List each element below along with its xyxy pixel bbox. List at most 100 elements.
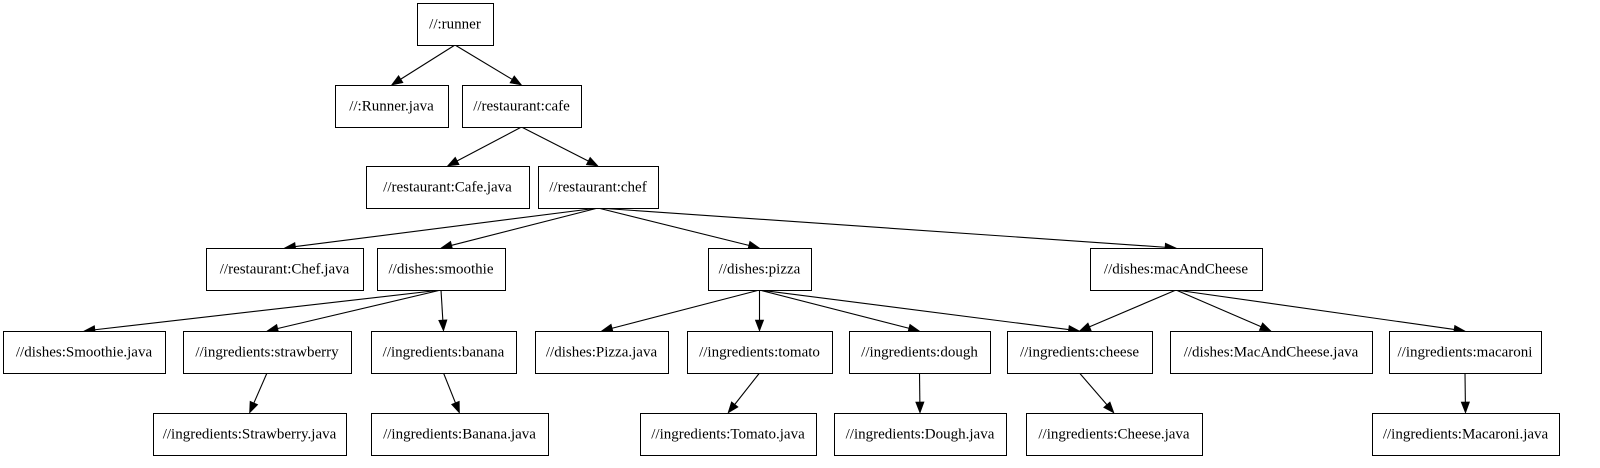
nodes-layer: //:runner //:Runner.java //restaurant:cafe… [3,3,1560,456]
graph-node-box [335,85,449,128]
graph-node-label: //ingredients:Macaroni.java [1383,426,1549,442]
graph-edge [94,289,442,331]
graph-node[interactable]: //ingredients:strawberry [183,331,352,374]
graph-node[interactable]: //ingredients:Macaroni.java [1372,413,1560,456]
graph-node-label: //dishes:pizza [719,261,801,277]
graph-edge [1175,289,1262,328]
graph-edge [759,289,1069,331]
graph-node-box [1090,248,1263,291]
graph-node-label: //restaurant:Cafe.java [383,179,512,195]
graph-edge-arrowhead [450,400,460,414]
graph-edge [1175,289,1455,330]
graph-node[interactable]: //ingredients:dough [849,331,991,374]
graph-node-label: //restaurant:chef [549,179,646,195]
graph-edge [1079,372,1108,406]
graph-edge [295,207,599,248]
graph-node-box [377,248,506,291]
graph-edge-arrowhead [438,319,448,332]
graph-node-label: //ingredients:Strawberry.java [163,426,337,442]
graph-edge [612,289,760,329]
graph-node-label: //:Runner.java [349,98,434,114]
graph-node[interactable]: //restaurant:chef [538,166,659,209]
graph-node-box [708,248,812,291]
graph-node[interactable]: //restaurant:Cafe.java [366,166,530,209]
graph-edge-arrowhead [1078,322,1092,332]
graph-node[interactable]: //restaurant:Chef.java [206,248,364,291]
graph-node-box [1007,331,1153,374]
graph-edge-arrowhead [1460,401,1470,414]
graph-edge-arrowhead [249,400,259,414]
graph-edge [440,289,444,321]
graph-edge-arrowhead [390,75,404,86]
graph-node[interactable]: //dishes:MacAndCheese.java [1170,331,1373,374]
graph-edge [597,207,749,246]
graph-node[interactable]: //restaurant:cafe [462,85,582,128]
graph-node-label: //restaurant:Chef.java [220,261,350,277]
graph-node[interactable]: //dishes:pizza [708,248,812,291]
graph-node[interactable]: //ingredients:macaroni [1389,331,1542,374]
graph-edge [1089,289,1177,328]
graph-node[interactable]: //dishes:Pizza.java [535,331,669,374]
graph-node[interactable]: //dishes:smoothie [377,248,506,291]
graph-node-box [371,331,517,374]
graph-node-box [462,85,582,128]
graph-edge [734,372,760,405]
graph-node-label: //ingredients:Tomato.java [651,426,805,442]
graph-node[interactable]: //ingredients:tomato [687,331,833,374]
graph-node-box [538,166,659,209]
graph-node-label: //ingredients:Cheese.java [1038,426,1190,442]
graph-edge [597,207,1166,248]
graph-node-label: //dishes:MacAndCheese.java [1184,344,1359,360]
graph-node-label: //dishes:macAndCheese [1104,261,1248,277]
graph-node[interactable]: //ingredients:Banana.java [371,413,549,456]
graph-node-label: //restaurant:cafe [473,98,570,114]
graph-edge [521,126,589,162]
graph-node[interactable]: //ingredients:banana [371,331,517,374]
graph-node-box [3,331,166,374]
graph-edge-arrowhead [585,156,599,167]
graph-node-box [417,3,494,46]
graph-node[interactable]: //ingredients:Tomato.java [640,413,817,456]
graph-edge-arrowhead [1103,401,1115,414]
graph-node-label: //dishes:smoothie [389,261,494,277]
graph-node[interactable]: //ingredients:cheese [1007,331,1153,374]
graph-node-box [1389,331,1542,374]
graph-node-box [849,331,991,374]
graph-node-box [366,166,530,209]
graph-edge-arrowhead [1258,322,1272,332]
graph-node-box [640,413,817,456]
graph-edge [454,44,513,80]
graph-node[interactable]: //dishes:macAndCheese [1090,248,1263,291]
graph-edge [759,289,909,329]
graph-edge [400,44,456,80]
graph-node-box [834,413,1007,456]
graph-node[interactable]: //:runner [417,3,494,46]
graph-node-label: //ingredients:Banana.java [383,426,536,442]
graph-node-box [1170,331,1373,374]
graph-node[interactable]: //ingredients:Dough.java [834,413,1007,456]
graph-edge [253,372,268,404]
graph-edge-arrowhead [509,75,523,86]
graph-node-label: //ingredients:tomato [699,344,820,360]
graph-node-box [206,248,364,291]
graph-node-box [687,331,833,374]
graph-node[interactable]: //ingredients:Strawberry.java [153,413,347,456]
graph-node-label: //dishes:Pizza.java [546,344,658,360]
graph-node-box [183,331,352,374]
graph-node-label: //:runner [429,16,481,32]
graph-node-box [1026,413,1203,456]
graph-edge-arrowhead [915,401,925,414]
graph-node-box [535,331,669,374]
graph-node[interactable]: //:Runner.java [335,85,449,128]
graph-edge-arrowhead [727,401,739,414]
graph-node[interactable]: //ingredients:Cheese.java [1026,413,1203,456]
graph-node-label: //ingredients:strawberry [195,344,339,360]
graph-node-label: //ingredients:Dough.java [846,426,995,442]
graph-node-box [1372,413,1560,456]
graph-edge [456,126,522,162]
graph-node-label: //ingredients:cheese [1020,344,1139,360]
graph-node[interactable]: //dishes:Smoothie.java [3,331,166,374]
graph-edge-arrowhead [446,156,460,167]
